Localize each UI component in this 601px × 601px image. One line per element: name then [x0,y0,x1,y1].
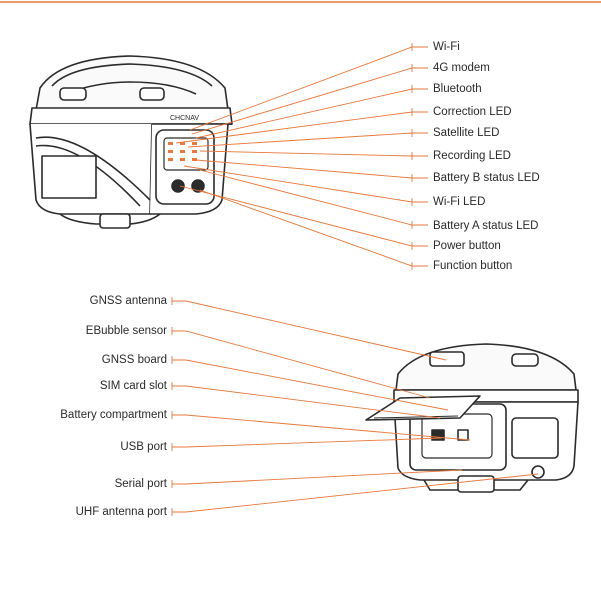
leader-line-bottom [172,469,463,485]
callout-label-ebubble-sensor: EBubble sensor [85,325,167,337]
callout-label-power-button: Power button [433,240,501,252]
callout-label-battery-compartment: Battery compartment [60,409,167,421]
callout-label-4g-modem: 4G modem [433,62,490,74]
callout-leaders [171,43,539,516]
callout-label-usb-port: USB port [120,441,167,453]
leader-line-top [199,150,428,157]
callout-label-wifi-led: Wi-Fi LED [433,196,486,208]
callout-label-bluetooth: Bluetooth [433,83,482,95]
callout-label-uhf-antenna-port: UHF antenna port [75,506,167,518]
callout-label-wifi: Wi-Fi [433,41,460,53]
leader-line-bottom [172,437,443,448]
leader-line-bottom [172,330,431,399]
callout-label-correction-led: Correction LED [433,106,512,118]
callout-label-gnss-board: GNSS board [101,354,167,366]
leader-line-top [195,159,428,179]
leader-line-bottom [172,414,471,441]
bottom-receiver [365,343,579,493]
leader-line-bottom [172,359,449,411]
callout-label-battery-a-led: Battery A status LED [433,220,539,232]
leader-line-bottom [172,473,539,513]
brand-text: CHCNAV [170,115,199,122]
callout-label-battery-b-led: Battery B status LED [433,172,540,184]
callout-label-sim-card-slot: SIM card slot [99,380,167,392]
callout-label-gnss-antenna: GNSS antenna [89,295,167,307]
leader-line-top [199,189,428,267]
callout-label-serial-port: Serial port [114,478,167,490]
top-receiver: CHCNAV [29,55,233,229]
leader-line-top [199,169,428,226]
callout-label-recording-led: Recording LED [433,150,511,162]
leader-line-bottom [172,385,441,419]
leader-line-bottom [172,300,447,361]
callout-label-satellite-led: Satellite LED [433,127,500,139]
callout-label-function-button: Function button [433,260,513,272]
